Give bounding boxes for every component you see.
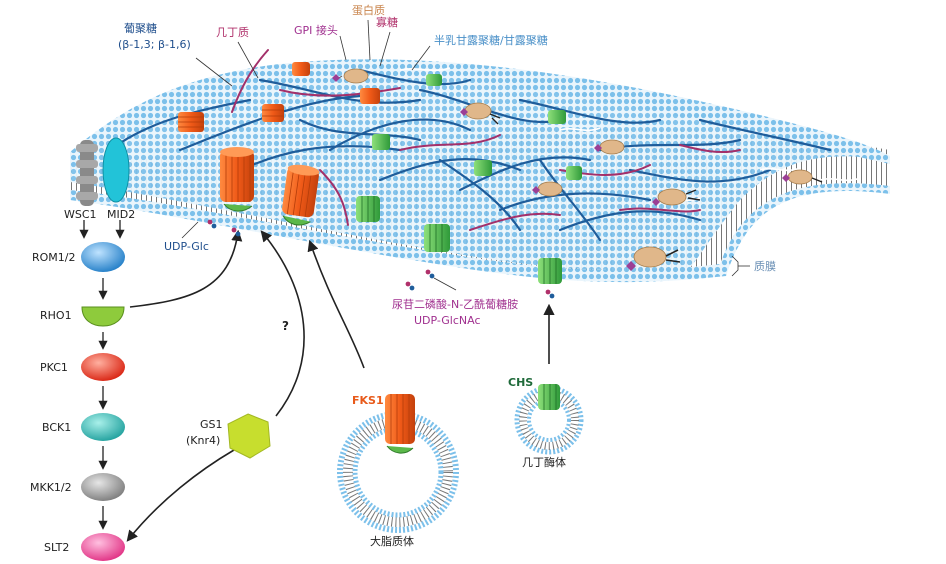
- chs-membrane-channels: [356, 196, 562, 284]
- label-plasma-membrane: 质膜: [754, 260, 776, 273]
- label-wsc1: WSC1: [64, 208, 97, 221]
- pathway-arrows: [79, 220, 125, 530]
- fks-complexes-surface: [178, 62, 380, 132]
- fks1-membrane-channels: [220, 147, 320, 226]
- label-rom12: ROM1/2: [32, 251, 76, 264]
- label-slt2: SLT2: [44, 541, 69, 554]
- label-gs1: GS1: [200, 418, 223, 431]
- slt2-node: [81, 533, 125, 561]
- label-chs: CHS: [508, 376, 533, 389]
- label-question: ?: [282, 319, 289, 333]
- chs-chitosome: [514, 384, 584, 455]
- fks1-liposome: [337, 394, 459, 533]
- label-protein: 蛋白质: [352, 3, 385, 17]
- label-udp-glc: UDP-Glc: [164, 240, 209, 253]
- chs-complexes-surface: [372, 74, 582, 180]
- signaling-pathway: [81, 242, 125, 561]
- chitin-fibers: [231, 49, 741, 231]
- gs1-hexagon: [227, 413, 271, 459]
- label-mid2: MID2: [107, 208, 135, 221]
- label-oligosaccharide: 寡糖: [376, 15, 398, 29]
- label-liposome: 大脂质体: [370, 534, 414, 548]
- label-bck1: BCK1: [42, 421, 71, 434]
- label-knr4: (Knr4): [186, 434, 220, 447]
- label-glucan: 葡聚糖: [124, 21, 157, 35]
- label-chitosome: 几丁酶体: [522, 455, 566, 469]
- label-mkk12: MKK1/2: [30, 481, 72, 494]
- udp-glc-molecules: [207, 219, 241, 237]
- label-udp-glcnac: UDP-GlcNAc: [414, 314, 481, 327]
- label-fks1: FKS1: [352, 394, 384, 407]
- bck1-node: [81, 413, 125, 441]
- mkk12-node: [81, 473, 125, 501]
- regulation-arrows: [126, 229, 555, 542]
- label-udp-glcnac-cn: 尿苷二磷酸-N-乙酰葡糖胺: [392, 297, 518, 311]
- labels: 葡聚糖 (β-1,3; β-1,6) 几丁质 GPI 接头 蛋白质 寡糖 半乳甘…: [30, 3, 776, 554]
- label-galactomannan: 半乳甘露聚糖/甘露聚糖: [434, 33, 548, 47]
- leader-lines: [181, 19, 750, 291]
- gpi-anchored-proteins: [332, 68, 823, 271]
- label-glucan-link: (β-1,3; β-1,6): [118, 38, 191, 51]
- label-pkc1: PKC1: [40, 361, 68, 374]
- udp-glcnac-molecules: [405, 269, 555, 299]
- wsc1-sensor: [76, 140, 98, 206]
- mid2-sensor: [102, 137, 130, 203]
- rom12-node: [81, 242, 125, 272]
- rho1-node: [81, 306, 125, 327]
- pkc1-node: [81, 353, 125, 381]
- label-chitin: 几丁质: [216, 26, 249, 39]
- label-rho1: RHO1: [40, 309, 72, 322]
- label-gpi-anchor: GPI 接头: [294, 24, 338, 37]
